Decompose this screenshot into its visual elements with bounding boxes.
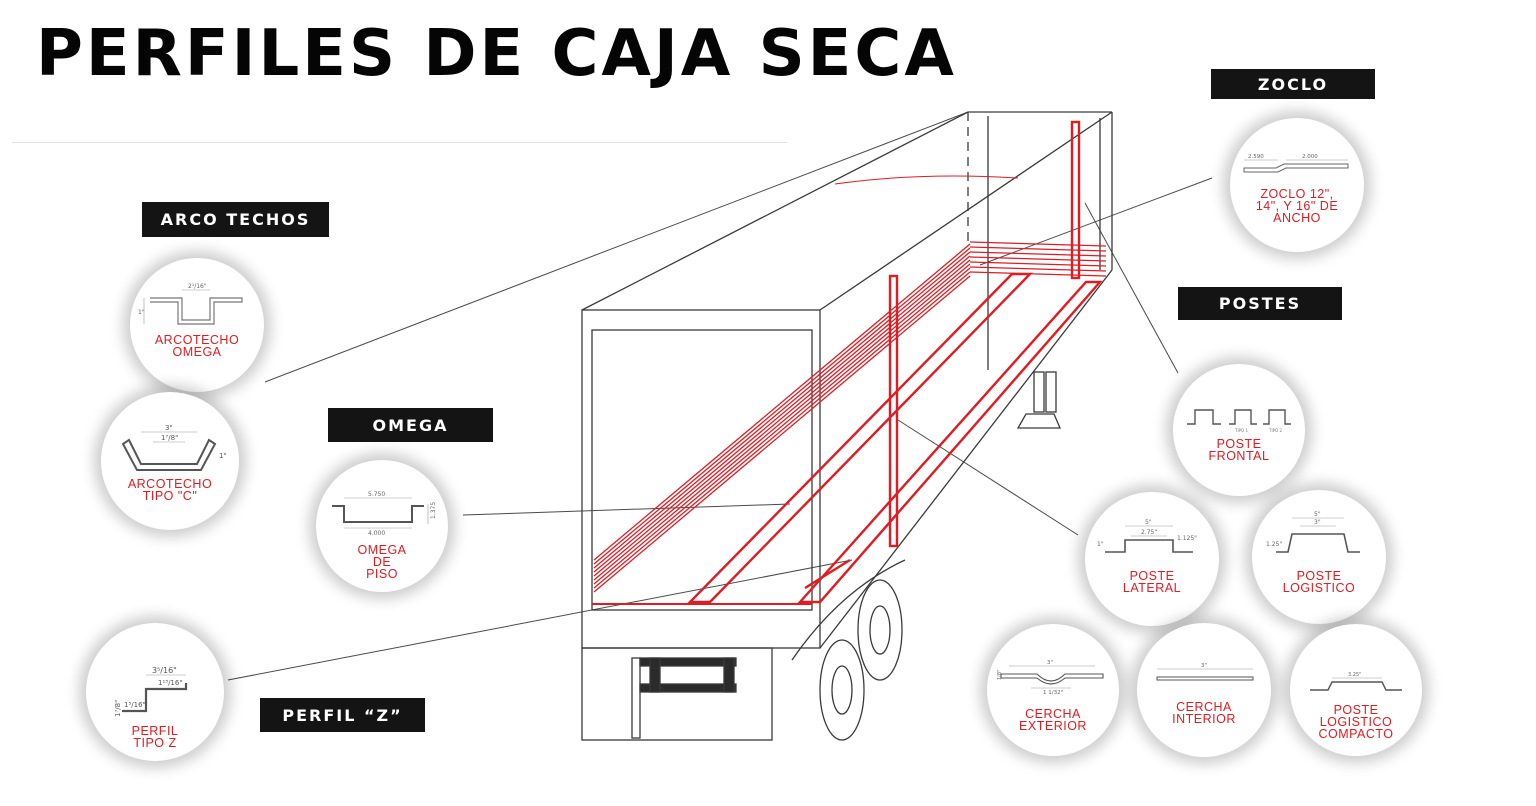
dim-side: 1.125" (1177, 535, 1197, 542)
poste-lateral-drawing: 5" 2.75" 1.125" 1" (1097, 519, 1197, 553)
leader-lines (227, 111, 1213, 681)
dim-mid: 2.75" (1141, 529, 1157, 536)
title-underline (12, 142, 787, 143)
dim-left: 2.590 (1248, 154, 1264, 160)
tag-perfil-z: PERFIL “Z” (260, 698, 425, 732)
dim-height: 1.25" (1266, 541, 1282, 548)
arcotecho-tipo-c-drawing: 3" 1⁷/8" 1" (121, 424, 227, 471)
dim-height: 1.375 (430, 502, 437, 519)
zoclo-drawing: 2.590 2.000 (1243, 154, 1349, 173)
dim-width: 3" (1047, 660, 1053, 666)
tag-arco-techos: ARCO TECHOS (142, 202, 329, 237)
poste-frontal-drawing: TIPO 1 TIPO 2 (1187, 409, 1291, 433)
dim-width: 3" (1201, 663, 1207, 669)
poste-logistico-drawing: 5" 3" 1.25" (1266, 511, 1360, 553)
dim-top: 5.750 (368, 491, 385, 498)
dim-inner: 1 1/32" (1043, 690, 1063, 696)
tag-omega: OMEGA (328, 408, 493, 442)
perfil-tipo-z-drawing: 3⁵/16" 1¹³/16" 1⁵/16" 1⁷/8" (114, 666, 188, 717)
dim-tipo2: TIPO 2 (1268, 428, 1282, 433)
dim-bottom: 1⁵/16" (124, 701, 146, 709)
dim-top: 3⁵/16" (152, 666, 177, 675)
trailer-outline (581, 111, 1113, 741)
dim-height: 1" (138, 309, 145, 316)
arcotecho-omega-drawing: 2¹/16" 1" (138, 283, 243, 325)
cercha-exterior-drawing: 3" 1 1/32" 1/8" (997, 660, 1104, 696)
dim-height: 1⁷/8" (114, 700, 122, 717)
dim-bottom: 4.000 (368, 530, 385, 537)
dim-top: 5" (1314, 511, 1321, 518)
dim-mid: 1¹³/16" (158, 679, 183, 687)
page-title: PERFILES DE CAJA SECA (36, 17, 957, 91)
tag-postes: POSTES (1178, 287, 1342, 320)
dim-thickness: 1/8" (997, 670, 1003, 680)
dim-tipo1: TIPO 1 (1234, 428, 1248, 433)
dim-mid: 3" (1314, 519, 1321, 526)
dim-width: 2¹/16" (188, 283, 207, 290)
dim-top: 5" (1145, 519, 1152, 526)
dim-width: 3" (165, 424, 173, 432)
highlighted-profiles (592, 120, 1107, 605)
cercha-interior-drawing: 3" (1156, 663, 1254, 681)
dim-inner: 1⁷/8" (161, 434, 178, 442)
poste-logistico-compacto-drawing: 3.25" (1310, 672, 1402, 691)
tag-zoclo: ZOCLO (1211, 69, 1375, 99)
dim-right: 2.000 (1302, 154, 1318, 160)
dim-height: 1" (1097, 541, 1104, 548)
omega-de-piso-drawing: 5.750 4.000 1.375 (332, 491, 437, 537)
dim-height: 1" (219, 452, 227, 460)
dim-width: 3.25" (1348, 672, 1361, 678)
